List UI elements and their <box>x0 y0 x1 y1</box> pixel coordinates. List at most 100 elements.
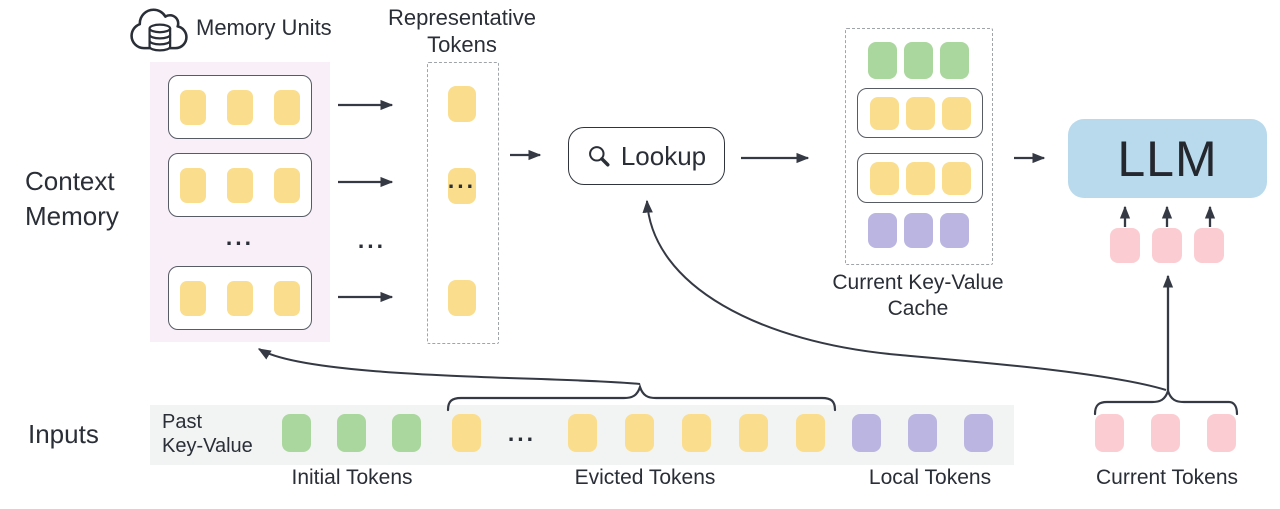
brace-current-tokens <box>1093 387 1239 416</box>
llm-label: LLM <box>1117 130 1218 187</box>
current-tokens-row <box>1095 414 1236 452</box>
lookup-button: Lookup <box>568 127 725 185</box>
cache-label-line1: Current Key-Value <box>832 271 1004 294</box>
cache-unit-tokens <box>869 96 971 130</box>
yellow-token <box>448 86 476 122</box>
past-kv-label-line2: Key-Value <box>162 435 253 457</box>
database-ring-2 <box>148 40 172 46</box>
llm-input-tokens <box>1110 228 1224 263</box>
purple-token <box>868 213 897 248</box>
inputs-label: Inputs <box>28 419 99 449</box>
database-ring-1 <box>148 34 172 40</box>
current-kv-cache-label: Current Key-Value Cache <box>820 270 1016 322</box>
yellow-token <box>739 414 768 452</box>
initial-tokens-row <box>282 414 421 452</box>
yellow-token <box>941 96 971 130</box>
database-body <box>148 28 172 52</box>
cache-memory-unit-box <box>857 88 983 138</box>
purple-token <box>908 414 937 452</box>
cache-local-tokens <box>868 213 969 248</box>
yellow-token <box>452 414 481 452</box>
purple-token <box>852 414 881 452</box>
yellow-token <box>869 96 899 130</box>
memory-arrows-ellipsis: ... <box>357 227 387 253</box>
green-token <box>940 42 969 79</box>
yellow-token <box>227 280 253 316</box>
green-token <box>337 414 366 452</box>
memory-units-ellipsis: ... <box>225 224 255 250</box>
green-token <box>282 414 311 452</box>
memory-unit-tokens <box>180 167 300 203</box>
yellow-token <box>682 414 711 452</box>
llm-box: LLM <box>1068 119 1267 198</box>
memory-unit-box <box>168 153 312 217</box>
cache-initial-tokens <box>868 42 969 79</box>
evicted-tokens-ellipsis: ... <box>507 420 537 446</box>
pink-token <box>1151 414 1180 452</box>
pink-token <box>1110 228 1140 263</box>
purple-token <box>940 213 969 248</box>
cloud-outline <box>130 8 188 50</box>
evicted-tokens-label: Evicted Tokens <box>574 466 716 489</box>
pink-token <box>1095 414 1124 452</box>
lookup-label: Lookup <box>620 140 707 171</box>
yellow-token <box>568 414 597 452</box>
representative-token <box>448 86 476 122</box>
past-kv-label-line1: Past <box>162 411 203 433</box>
representative-tokens-label-line2: Tokens <box>427 32 497 57</box>
memory-units-label: Memory Units <box>196 15 332 40</box>
representative-tokens-ellipsis: ... <box>447 167 477 193</box>
green-token <box>392 414 421 452</box>
current-kv-cache-box <box>845 28 993 265</box>
search-icon <box>588 145 610 167</box>
yellow-token <box>905 161 935 195</box>
yellow-token <box>274 89 300 125</box>
current-tokens-label: Current Tokens <box>1095 466 1239 489</box>
yellow-token <box>180 89 206 125</box>
local-tokens-label: Local Tokens <box>868 466 992 489</box>
context-memory-label: Context Memory <box>25 164 119 234</box>
yellow-token <box>869 161 899 195</box>
memory-unit-box <box>168 75 312 139</box>
yellow-token <box>227 89 253 125</box>
cache-label-line2: Cache <box>887 297 949 320</box>
yellow-token <box>625 414 654 452</box>
yellow-token <box>180 167 206 203</box>
representative-tokens-label: Representative Tokens <box>372 4 552 58</box>
pink-token <box>1152 228 1182 263</box>
yellow-token <box>448 280 476 316</box>
yellow-token <box>274 280 300 316</box>
yellow-token <box>905 96 935 130</box>
curve-evicted-to-context-memory <box>257 348 641 385</box>
memory-unit-tokens <box>180 89 300 125</box>
pink-token <box>1207 414 1236 452</box>
past-kv-label: Past Key-Value <box>162 410 253 458</box>
representative-token <box>448 168 476 204</box>
purple-token <box>964 414 993 452</box>
memory-unit-box <box>168 266 312 330</box>
yellow-token <box>274 167 300 203</box>
memory-unit-tokens <box>180 280 300 316</box>
cache-unit-tokens <box>869 161 971 195</box>
purple-token <box>904 213 933 248</box>
context-memory-label-line1: Context <box>25 166 115 196</box>
pink-token <box>1194 228 1224 263</box>
local-tokens-row <box>852 414 993 452</box>
representative-tokens-box <box>427 62 499 344</box>
yellow-token <box>448 168 476 204</box>
evicted-tokens-row-left <box>452 414 481 452</box>
context-memory-label-line2: Memory <box>25 201 119 231</box>
yellow-token <box>227 167 253 203</box>
yellow-token <box>796 414 825 452</box>
database-top <box>148 23 172 34</box>
representative-tokens-label-line1: Representative <box>388 5 536 30</box>
memory-cloud-database-icon <box>130 8 188 52</box>
yellow-token <box>180 280 206 316</box>
yellow-token <box>941 161 971 195</box>
representative-token <box>448 280 476 316</box>
initial-tokens-label: Initial Tokens <box>291 466 413 489</box>
green-token <box>904 42 933 79</box>
green-token <box>868 42 897 79</box>
evicted-tokens-row-right <box>568 414 825 452</box>
